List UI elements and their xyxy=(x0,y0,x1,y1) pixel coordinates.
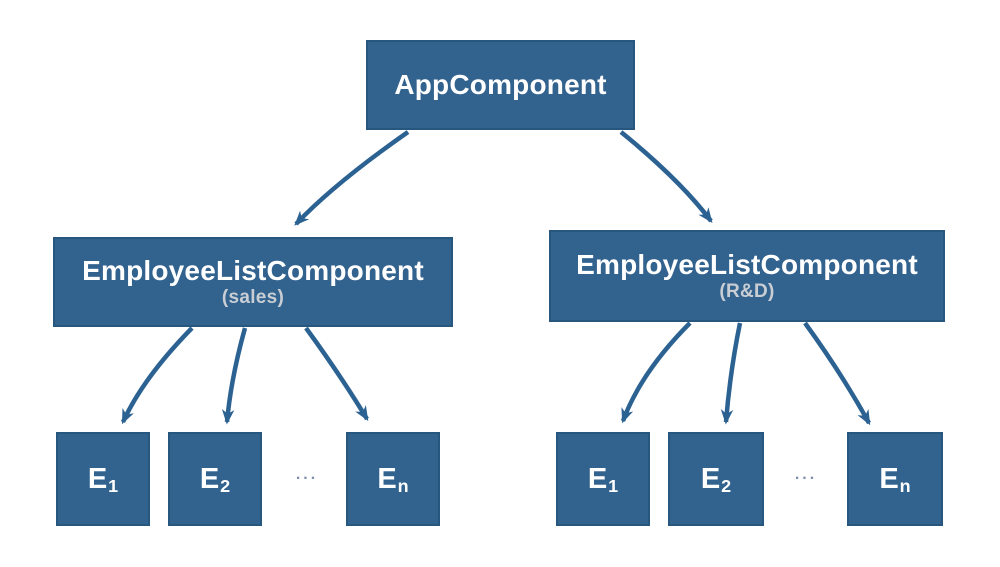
node-rnd-e2: E2 xyxy=(668,432,764,526)
arrow-sales-to-en xyxy=(304,326,369,422)
node-subtitle: (R&D) xyxy=(719,280,775,302)
arrow-app-to-sales-list xyxy=(294,130,410,226)
node-employee-list-rnd: EmployeeListComponent (R&D) xyxy=(549,230,945,322)
node-title: AppComponent xyxy=(394,68,607,100)
arrow-rnd-to-e2 xyxy=(720,322,743,425)
node-app-component: AppComponent xyxy=(366,40,635,130)
leaf-label: En xyxy=(377,462,409,496)
leaf-label: E1 xyxy=(587,462,619,496)
node-sales-e1: E1 xyxy=(56,432,150,526)
ellipsis-sales: ... xyxy=(295,466,319,483)
ellipsis-rnd: ... xyxy=(794,466,818,483)
leaf-label: E2 xyxy=(199,462,231,496)
node-rnd-e1: E1 xyxy=(556,432,650,526)
node-rnd-en: En xyxy=(847,432,943,526)
node-sales-en: En xyxy=(346,432,440,526)
arrow-app-to-rnd-list xyxy=(619,130,713,223)
node-sales-e2: E2 xyxy=(168,432,262,526)
leaf-label: E2 xyxy=(700,462,732,496)
arrow-rnd-to-en xyxy=(803,321,871,426)
node-subtitle: (sales) xyxy=(221,286,285,308)
node-title: EmployeeListComponent xyxy=(576,249,918,281)
arrow-sales-to-e2 xyxy=(221,327,248,425)
leaf-label: En xyxy=(879,462,911,496)
arrow-sales-to-e1 xyxy=(120,326,194,425)
arrow-rnd-to-e1 xyxy=(620,321,692,424)
leaf-label: E1 xyxy=(87,462,119,496)
node-title: EmployeeListComponent xyxy=(82,255,424,287)
node-employee-list-sales: EmployeeListComponent (sales) xyxy=(53,237,453,327)
